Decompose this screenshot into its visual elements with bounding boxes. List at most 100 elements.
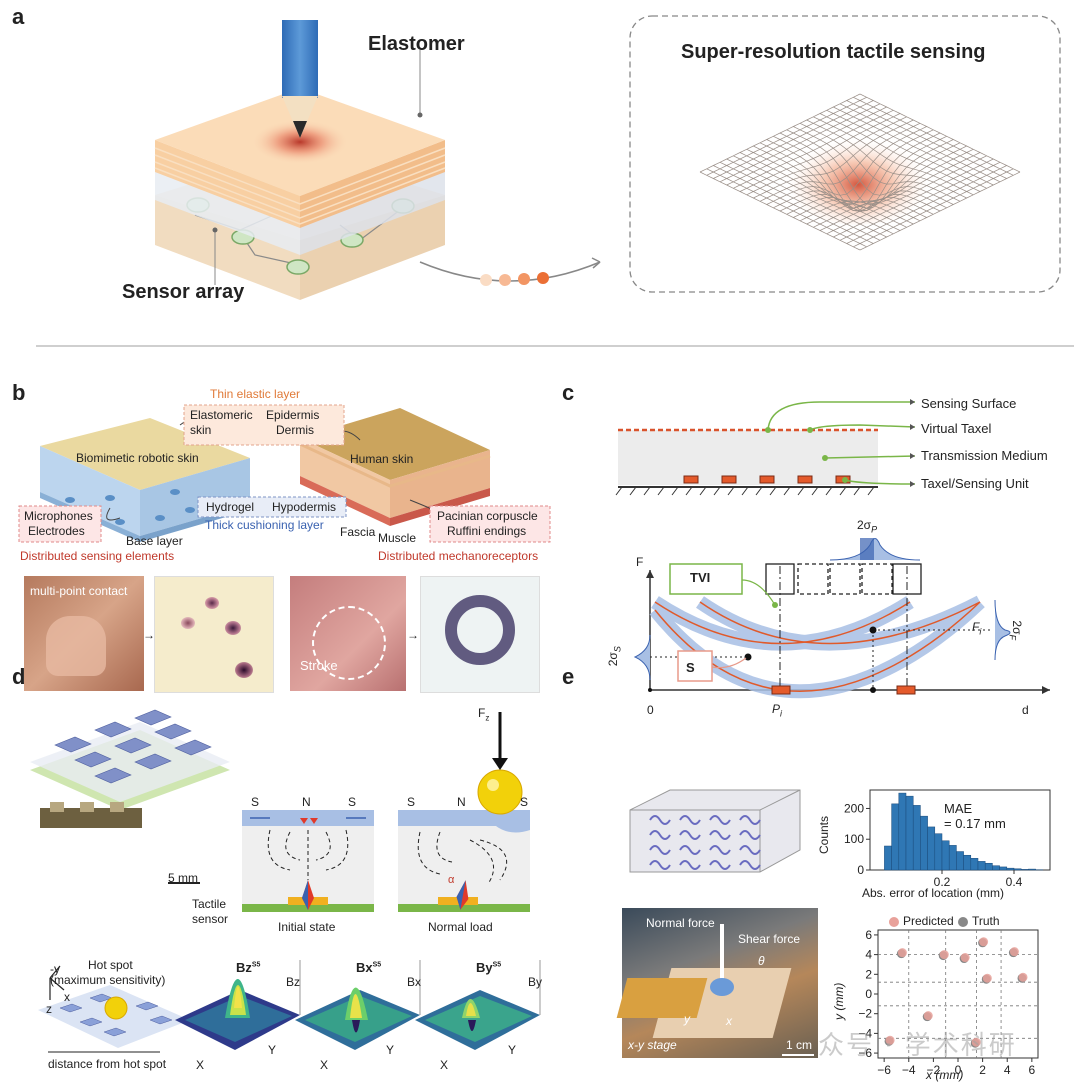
electrodes-label: Electrodes bbox=[28, 524, 85, 538]
y-tick-label: 100 bbox=[844, 832, 864, 846]
bz-title: BzS5 bbox=[236, 960, 261, 975]
panel-label-c: c bbox=[562, 380, 575, 405]
n-pole: N bbox=[302, 795, 311, 809]
mesh-line bbox=[706, 168, 867, 248]
xy-stage-label: x-y stage bbox=[628, 1038, 677, 1052]
distance-label: distance from hot spot bbox=[48, 1057, 167, 1071]
origin-label: 0 bbox=[647, 703, 654, 717]
elastomeric-label: Elastomeric bbox=[190, 408, 253, 422]
bx-surface bbox=[295, 960, 421, 1050]
predicted-point bbox=[971, 1037, 981, 1047]
tactile-mesh bbox=[699, 93, 1021, 251]
histogram-bar bbox=[884, 845, 892, 871]
transmission-medium-label: Transmission Medium bbox=[921, 448, 1048, 463]
y-label-2: Y bbox=[386, 1043, 395, 1057]
stroke-photo: Stroke bbox=[290, 576, 406, 691]
f-axis-label: F bbox=[636, 555, 644, 569]
s-pole-left: S bbox=[251, 795, 260, 809]
predicted-point bbox=[1018, 972, 1028, 982]
fascia-label: Fascia bbox=[340, 525, 376, 539]
theta-label: θ bbox=[758, 954, 765, 968]
histogram-bar bbox=[920, 815, 928, 871]
mae-label: MAE bbox=[944, 801, 973, 816]
skin-label: skin bbox=[190, 423, 212, 437]
setup-photo: Normal force Shear force θ x-y stage y x… bbox=[616, 908, 818, 1058]
stroke-label: Stroke bbox=[300, 658, 338, 673]
legend-predicted-marker bbox=[889, 917, 899, 927]
d-axis-label: d bbox=[1022, 703, 1029, 717]
distributed-mechano-label: Distributed mechanoreceptors bbox=[378, 549, 539, 563]
histogram-bar bbox=[912, 805, 921, 871]
panel-b-diagram bbox=[18, 404, 551, 543]
axes-icon bbox=[49, 965, 65, 1000]
histogram-bar bbox=[963, 854, 972, 871]
hand-photo: multi-point contact bbox=[24, 576, 144, 691]
muscle-label: Muscle bbox=[378, 531, 417, 545]
watermark: 众号 · 学术科研 bbox=[818, 1031, 1017, 1061]
histogram-bar bbox=[977, 861, 986, 871]
normal-force-label: Normal force bbox=[646, 916, 715, 930]
taxel-unit-label: Taxel/Sensing Unit bbox=[921, 476, 1029, 491]
histogram-bar bbox=[891, 803, 900, 871]
hypodermis-label: Hypodermis bbox=[272, 500, 337, 514]
bx-title: BxS5 bbox=[356, 960, 382, 975]
x-tick-label: 0.2 bbox=[934, 875, 951, 889]
pi-label: Pi bbox=[772, 702, 783, 719]
abs-error-label: Abs. error of location (mm) bbox=[862, 886, 1005, 900]
counts-label: Counts bbox=[817, 815, 831, 854]
y-tick-label: 2 bbox=[865, 967, 872, 981]
predicted-point bbox=[939, 950, 949, 960]
mesh-line bbox=[853, 168, 1014, 248]
mae-value: = 0.17 mm bbox=[944, 816, 1006, 831]
x-tick-label: 2 bbox=[979, 1063, 986, 1077]
x-tick-label: 0 bbox=[955, 1063, 962, 1077]
by-title: ByS5 bbox=[476, 960, 502, 975]
sigma-f-label: 2σF bbox=[1007, 620, 1024, 640]
by-surface bbox=[415, 960, 541, 1050]
normal-load-label: Normal load bbox=[428, 920, 493, 934]
predicted-point bbox=[1009, 947, 1019, 957]
histogram-bar bbox=[1028, 868, 1036, 871]
predicted-point bbox=[960, 953, 970, 963]
arrow-icon: → bbox=[143, 628, 155, 642]
predicted-point bbox=[982, 973, 992, 983]
panel-label-b: b bbox=[12, 380, 26, 405]
mesh-line bbox=[699, 171, 861, 251]
histogram-bar bbox=[1013, 868, 1022, 871]
s-pole-left-2: S bbox=[407, 795, 416, 809]
sigma-s-label: 2σS bbox=[605, 646, 623, 667]
base-layer-label: Base layer bbox=[126, 534, 183, 548]
histogram-bar bbox=[1020, 869, 1029, 871]
shear-force-label: Shear force bbox=[738, 932, 801, 946]
fi-label: Fi bbox=[972, 620, 982, 637]
human-skin-label: Human skin bbox=[350, 452, 414, 466]
heatmap-multi-point bbox=[154, 576, 274, 693]
x-label-1: X bbox=[196, 1058, 205, 1072]
histogram-bar bbox=[941, 840, 950, 871]
panel-d-diagram bbox=[30, 709, 541, 1053]
predicted-point bbox=[897, 948, 907, 958]
scale-bar-label-e: 1 cm bbox=[786, 1038, 813, 1052]
y-tick-label: −6 bbox=[858, 1046, 872, 1060]
sensing-surface-label: Sensing Surface bbox=[921, 396, 1017, 411]
super-resolution-title: Super-resolution tactile sensing bbox=[681, 41, 986, 63]
histogram-bar bbox=[970, 858, 979, 871]
histogram-bar bbox=[927, 826, 936, 871]
sensor-array-label: Sensor array bbox=[122, 281, 245, 303]
pencil-icon bbox=[282, 20, 318, 138]
photo-x-label: x bbox=[726, 1014, 732, 1028]
y-tick-label: 4 bbox=[865, 948, 872, 962]
epidermis-label: Epidermis bbox=[266, 408, 320, 422]
y-mm-label: y (mm) bbox=[832, 982, 846, 1020]
mesh-line bbox=[726, 158, 887, 238]
scale-bar-label-d: 5 mm bbox=[168, 871, 198, 885]
axis-z-label: z bbox=[46, 1002, 52, 1016]
thick-cushioning-label: Thick cushioning layer bbox=[205, 518, 324, 532]
ruffini-label: Ruffini endings bbox=[447, 524, 527, 538]
mesh-line bbox=[846, 165, 1007, 244]
axis-x-label: x bbox=[64, 990, 70, 1004]
histogram-bar bbox=[905, 795, 914, 871]
mesh-line bbox=[719, 161, 881, 241]
mesh-line bbox=[839, 161, 1001, 241]
